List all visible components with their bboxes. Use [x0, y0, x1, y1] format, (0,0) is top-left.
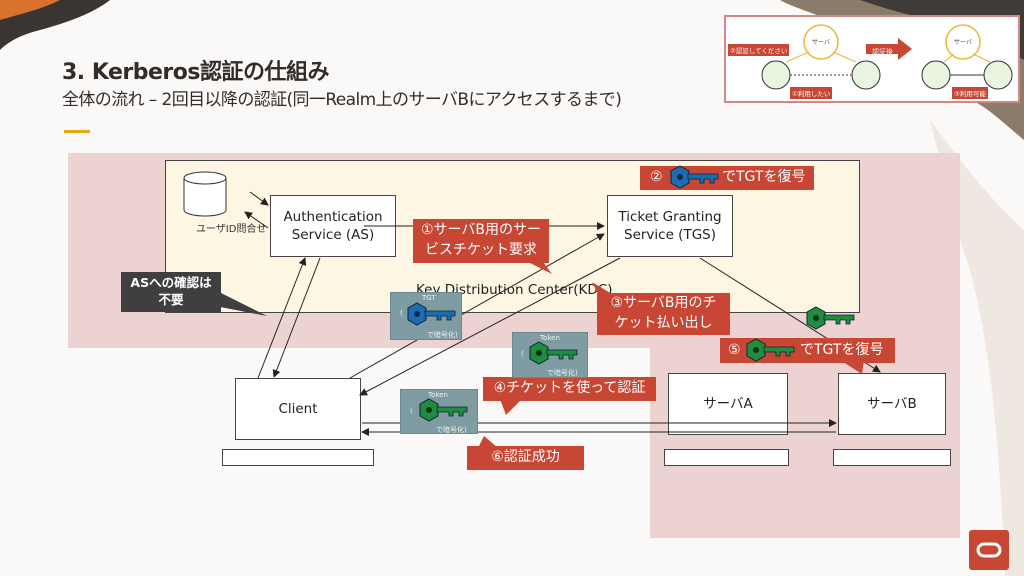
inset-node-right: サーバ: [954, 39, 972, 46]
token2-card-title: Token: [428, 391, 448, 399]
token1-card-bottom: で暗号化): [547, 369, 578, 377]
token2-card-paren: (: [410, 407, 413, 415]
tgt-card-bottom: で暗号化): [427, 331, 458, 339]
green-key-icon-server: [806, 306, 855, 330]
token1-card-title: Token: [540, 334, 560, 342]
step1-text: ①サーバB用のサービスチケット要求: [420, 222, 541, 258]
client-box: Client: [235, 378, 361, 440]
step4-pointer: [500, 399, 522, 415]
inset-node-left: サーバ: [812, 39, 830, 46]
database-icon: [183, 171, 227, 217]
step2-text: でTGTを復号: [722, 169, 806, 185]
page-title: 3. Kerberos認証の仕組み: [62, 60, 329, 85]
step5-callout: ⑤ でTGTを復号: [720, 338, 895, 363]
inset-shapes: [761, 24, 1013, 90]
oracle-logo-icon: [969, 530, 1009, 570]
tgs-box-label: Ticket Granting Service (TGS): [618, 208, 722, 243]
tgt-card: TGT ( で暗号化): [390, 292, 462, 340]
server-b-box: サーバB: [838, 373, 946, 435]
inset-note-ok: ③利用可能: [952, 87, 988, 99]
blue-key-icon-tgt: [407, 302, 456, 326]
inset-note-use: ①利用したい: [790, 87, 833, 99]
db-query-label: ユーザID問合せ: [196, 224, 267, 235]
server-a-box: サーバA: [668, 373, 788, 435]
tgt-card-paren: (: [400, 309, 403, 317]
page-subtitle: 全体の流れ – 2回目以降の認証(同一Realm上のサーバBにアクセスするまで): [62, 90, 622, 110]
accent-underline: [64, 130, 90, 133]
as-box-label: Authentication Service (AS): [283, 208, 383, 243]
green-key-icon-token2: [419, 398, 468, 422]
kdc-label: Key Distribution Center(KDC): [416, 282, 613, 298]
blue-key-icon: [670, 165, 719, 189]
step3-callout: ③サーバB用のチケット払い出し: [597, 293, 730, 335]
step6-text: ⑥認証成功: [491, 449, 560, 465]
server-b-label: サーバB: [867, 395, 917, 412]
tgt-card-title: TGT: [422, 294, 436, 302]
client-bar: [222, 449, 374, 466]
step3-pointer: [592, 282, 612, 294]
step1-pointer: [520, 258, 552, 274]
authentication-service-box: Authentication Service (AS): [270, 195, 396, 257]
client-label: Client: [278, 400, 318, 417]
as-confirm-callout: ASへの確認は不要: [121, 272, 221, 312]
as-confirm-text: ASへの確認は不要: [130, 275, 212, 307]
step5-pointer: [840, 360, 864, 374]
server-b-bar: [833, 449, 951, 466]
server-a-label: サーバA: [703, 395, 753, 412]
step2-num: ②: [650, 169, 663, 185]
inset-arrow-label: 認証後: [872, 48, 893, 56]
step5-text: でTGTを復号: [800, 342, 884, 358]
inset-note-auth: ②認証してください: [728, 44, 790, 56]
step4-text: ④チケットを使って認証: [493, 380, 646, 396]
green-key-icon-step5: [746, 338, 795, 362]
token-card-1: Token ( で暗号化): [512, 332, 588, 378]
green-key-icon-token1: [529, 341, 578, 365]
token1-card-paren: (: [521, 350, 524, 358]
step6-pointer: [478, 436, 498, 448]
as-confirm-pointer: [215, 290, 267, 316]
token2-card-bottom: で暗号化): [436, 426, 467, 434]
step5-num: ⑤: [728, 342, 741, 358]
step2-callout: ② でTGTを復号: [640, 166, 814, 190]
inset-diagram: サーバ サーバ ②認証してください ①利用したい ③利用可能 認証後: [724, 15, 1020, 103]
step4-callout: ④チケットを使って認証: [483, 377, 656, 401]
server-a-bar: [664, 449, 789, 466]
step1-callout: ①サーバB用のサービスチケット要求: [413, 219, 549, 263]
ticket-granting-service-box: Ticket Granting Service (TGS): [607, 195, 733, 257]
step3-text: ③サーバB用のチケット払い出し: [610, 295, 717, 331]
token-card-2: Token ( で暗号化): [400, 389, 478, 434]
step6-callout: ⑥認証成功: [467, 446, 584, 470]
